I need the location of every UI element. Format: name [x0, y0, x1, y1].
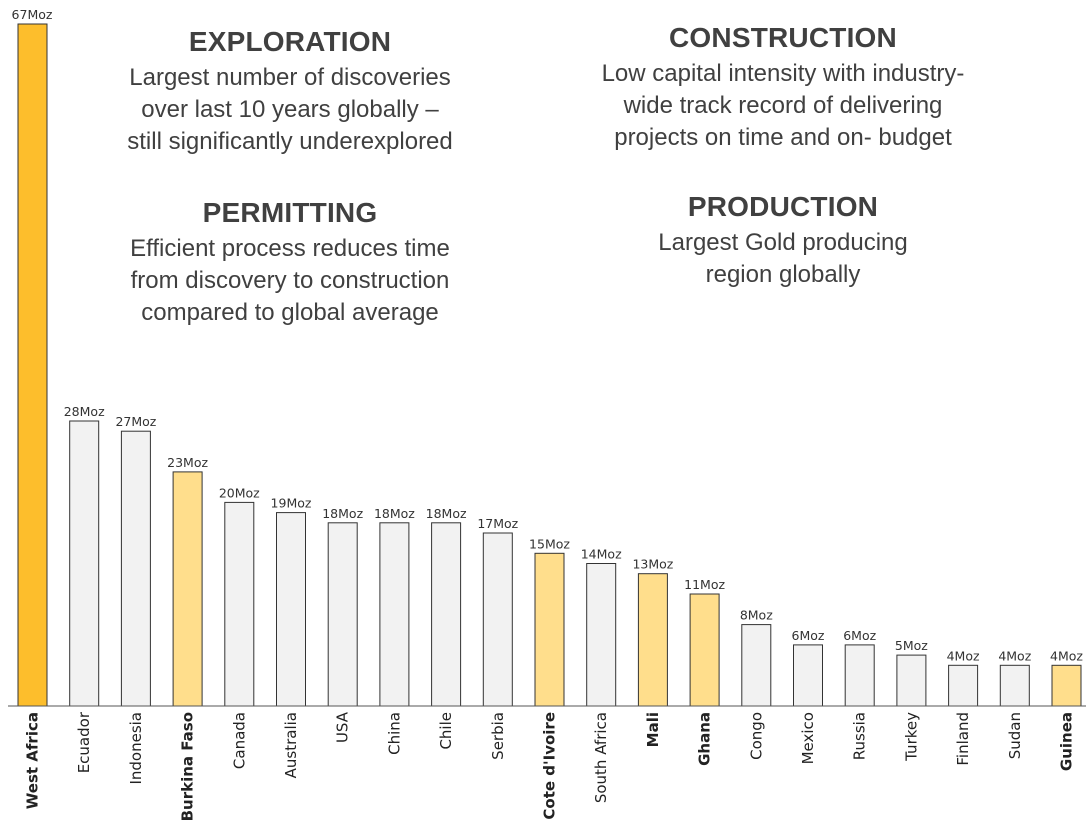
category-label: Chile: [437, 712, 455, 750]
category-label: South Africa: [592, 712, 610, 803]
category-label: Guinea: [1058, 712, 1076, 771]
bar-china: [379, 522, 410, 707]
bar-finland: [948, 664, 979, 707]
bar-sudan: [999, 664, 1030, 707]
data-label: 20Moz: [219, 485, 260, 500]
permitting-line: Efficient process reduces time: [130, 235, 450, 262]
bar-congo: [741, 624, 772, 707]
data-label: 13Moz: [632, 557, 673, 572]
bar-chile: [431, 522, 462, 707]
bar-mexico: [793, 644, 823, 707]
bar-serbia: [482, 532, 513, 707]
permitting-title: PERMITTING: [202, 197, 378, 228]
bars-group: [17, 23, 1082, 707]
bar-south-africa: [586, 563, 617, 707]
production-panel: PRODUCTION Largest Gold producing region…: [588, 191, 978, 291]
bar-ghana: [689, 593, 720, 707]
data-label: 5Moz: [895, 638, 928, 653]
category-label: Mexico: [799, 712, 817, 764]
permitting-line: compared to global average: [141, 299, 439, 326]
data-label: 6Moz: [843, 628, 876, 643]
data-label: 15Moz: [529, 536, 570, 551]
production-line: Largest Gold producing: [658, 229, 908, 256]
bar-indonesia: [120, 430, 151, 707]
data-label: 18Moz: [426, 506, 467, 521]
bar-canada: [224, 501, 255, 707]
data-label: 14Moz: [581, 547, 622, 562]
permitting-panel: PERMITTING Efficient process reduces tim…: [80, 197, 500, 329]
production-text: Largest Gold producing region globally: [588, 227, 978, 291]
exploration-text: Largest number of discoveries over last …: [80, 62, 500, 158]
exploration-title: EXPLORATION: [188, 26, 392, 57]
exploration-line: still significantly underexplored: [127, 128, 453, 155]
category-label: Russia: [851, 712, 869, 760]
data-label: 4Moz: [998, 648, 1031, 663]
construction-line: wide track record of delivering: [623, 92, 943, 119]
bar-australia: [276, 512, 306, 707]
exploration-panel: EXPLORATION Largest number of discoverie…: [80, 26, 500, 158]
bar-turkey: [896, 654, 927, 707]
category-label: China: [385, 712, 403, 755]
category-label: Congo: [747, 712, 765, 760]
exploration-line: over last 10 years globally –: [141, 96, 439, 123]
category-label: Cote d'Ivoire: [541, 712, 559, 820]
bar-burkina-faso: [172, 471, 203, 707]
category-label: Mali: [644, 712, 662, 747]
data-label: 18Moz: [374, 506, 415, 521]
category-label: Ecuador: [75, 711, 93, 773]
data-label: 67Moz: [12, 7, 53, 22]
production-line: region globally: [705, 261, 861, 288]
data-labels-group: 67Moz 28Moz 27Moz 23Moz 20Moz 19Moz 18Moz 18Moz…: [12, 7, 1084, 663]
category-label: Canada: [230, 712, 248, 769]
exploration-line: Largest number of discoveries: [129, 64, 451, 91]
data-label: 17Moz: [477, 516, 518, 531]
category-label: Australia: [282, 712, 300, 778]
data-label: 11Moz: [684, 577, 725, 592]
bar-guinea: [1051, 664, 1082, 707]
data-label: 6Moz: [792, 628, 825, 643]
category-label: West Africa: [24, 712, 42, 809]
construction-line: Low capital intensity with industry-: [601, 60, 965, 87]
permitting-text: Efficient process reduces time from disc…: [80, 233, 500, 329]
data-label: 4Moz: [947, 648, 980, 663]
category-labels-group: West Africa Ecuador Indonesia Burkina Faso C…: [24, 711, 1076, 821]
category-label: Burkina Faso: [179, 712, 197, 821]
construction-panel: CONSTRUCTION Low capital intensity with …: [548, 22, 1018, 154]
construction-text: Low capital intensity with industry- wid…: [548, 58, 1018, 154]
data-label: 28Moz: [64, 404, 105, 419]
bar-west-africa: [17, 23, 48, 707]
permitting-line: from discovery to construction: [130, 267, 450, 294]
category-label: Serbia: [489, 712, 507, 760]
bar-usa: [327, 522, 358, 707]
construction-line: projects on time and on- budget: [614, 124, 952, 151]
category-label: Ghana: [696, 712, 714, 766]
category-label: USA: [334, 711, 352, 743]
category-label: Sudan: [1006, 712, 1024, 759]
data-label: 19Moz: [271, 496, 312, 511]
bar-cote-d-ivoire: [534, 552, 565, 707]
data-label: 18Moz: [322, 506, 363, 521]
category-label: Turkey: [902, 712, 920, 762]
bar-russia: [844, 644, 875, 707]
construction-title: CONSTRUCTION: [669, 22, 897, 53]
data-label: 27Moz: [115, 414, 156, 429]
bar-mali: [637, 573, 668, 707]
production-title: PRODUCTION: [687, 191, 879, 222]
category-label: Indonesia: [127, 712, 145, 785]
data-label: 4Moz: [1050, 648, 1083, 663]
data-label: 8Moz: [740, 608, 773, 623]
data-label: 23Moz: [167, 455, 208, 470]
bar-ecuador: [69, 420, 100, 707]
category-label: Finland: [954, 712, 972, 766]
